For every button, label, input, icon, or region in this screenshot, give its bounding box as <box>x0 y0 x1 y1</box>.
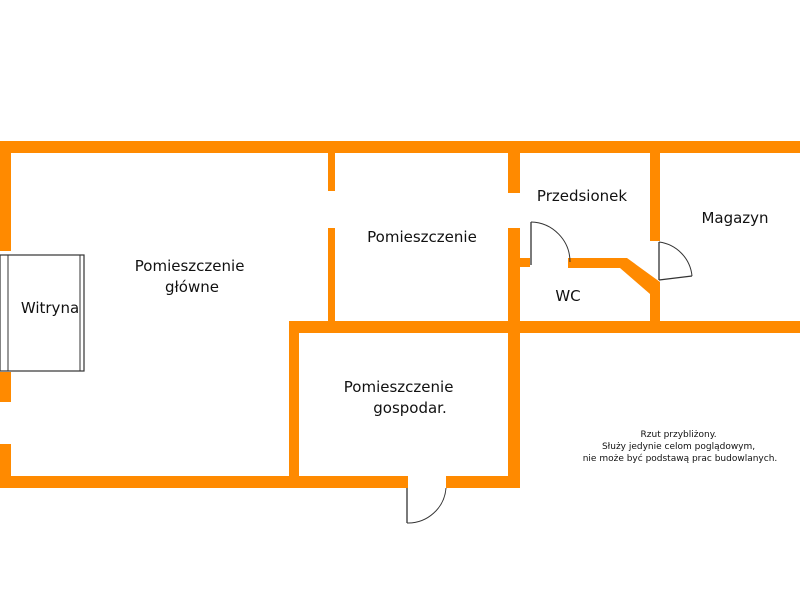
door-utility-exit[interactable] <box>406 487 447 524</box>
wall-horizontal-middle <box>289 321 800 333</box>
door-swing-arc <box>658 241 693 277</box>
label-showcase: Witryna <box>21 299 79 317</box>
showcase-frame <box>0 254 85 372</box>
label-utility-line1: Pomieszczenie <box>344 378 454 396</box>
walls <box>0 141 800 488</box>
wall-wc-top-left <box>508 258 530 267</box>
wall-left-middle <box>0 372 11 402</box>
wall-vestibule-left-upper <box>508 141 520 193</box>
disclaimer-line3: nie może być podstawą prac budowlanych. <box>583 453 778 464</box>
wall-vestibule-left-lower <box>508 228 520 333</box>
label-vestibule: Przedsionek <box>537 187 627 205</box>
wall-utility-right <box>508 321 520 488</box>
label-utility-room: Pomieszczenie gospodar. <box>344 378 458 417</box>
wall-storage-left-lower <box>650 282 660 333</box>
wall-wc-top-diagonal <box>568 258 660 294</box>
showcase-window <box>0 254 85 372</box>
disclaimer-line1: Rzut przybliżony. <box>641 430 717 440</box>
wall-left-upper <box>0 141 11 251</box>
door-swing-arc <box>530 221 571 263</box>
door-storage[interactable] <box>658 241 693 281</box>
door-swing-arc <box>406 487 447 524</box>
door-leaf-closed <box>658 275 693 281</box>
label-room: Pomieszczenie <box>367 228 477 246</box>
label-storage: Magazyn <box>701 209 768 227</box>
wall-partition-1-lower <box>328 228 335 330</box>
label-utility-line2: gospodar. <box>373 399 446 417</box>
label-wc: WC <box>555 287 580 305</box>
wall-left-lower <box>0 444 11 488</box>
disclaimer-line2: Służy jedynie celom poglądowym, <box>602 442 755 452</box>
wall-bottom-left <box>0 476 408 488</box>
label-main-room-line2: główne <box>165 278 219 296</box>
wall-bottom-right <box>446 476 520 488</box>
wall-top <box>0 141 800 153</box>
door-vestibule-wc[interactable] <box>530 221 571 265</box>
label-main-room: Pomieszczenie główne <box>135 257 249 296</box>
wall-storage-left-upper <box>650 141 660 241</box>
wall-utility-left <box>289 321 299 488</box>
wall-partition-1-upper <box>328 141 335 191</box>
disclaimer-note: Rzut przybliżony. Służy jedynie celom po… <box>583 430 778 464</box>
label-main-room-line1: Pomieszczenie <box>135 257 245 275</box>
